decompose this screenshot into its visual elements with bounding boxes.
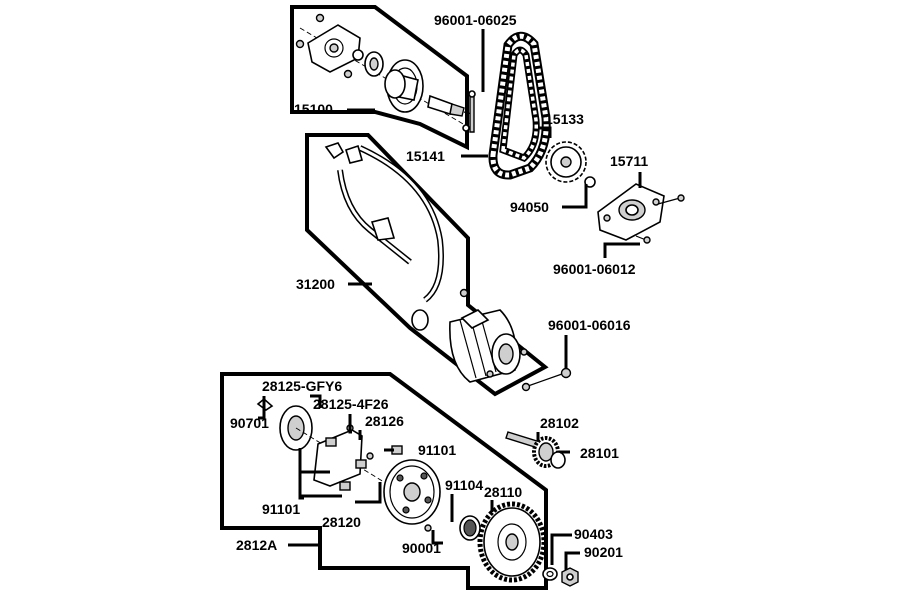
- label-96001-06025: 96001-06025: [434, 12, 517, 28]
- frame-starter-clutch-group: [220, 372, 548, 590]
- leader-lines: [258, 29, 642, 570]
- sprocket-icon: [545, 141, 596, 188]
- label-31200: 31200: [296, 276, 335, 292]
- label-28101: 28101: [580, 445, 619, 461]
- washer-nut-icon: [542, 567, 579, 587]
- frame-starter-motor-group: [305, 133, 549, 397]
- label-90001: 90001: [402, 540, 441, 556]
- label-28126: 28126: [365, 413, 404, 429]
- label-91101-b: 91101: [262, 501, 300, 517]
- label-90403: 90403: [574, 526, 613, 542]
- chain-icon: [488, 31, 551, 180]
- label-28125-4F26: 28125-4F26: [313, 396, 389, 412]
- ring-gear-icon: [477, 501, 547, 583]
- label-94050: 94050: [510, 199, 549, 215]
- reduction-gear-icon: [505, 431, 566, 469]
- starter-motor-icon: [324, 142, 528, 383]
- label-96001-06012: 96001-06012: [553, 261, 636, 277]
- label-28120: 28120: [322, 514, 361, 530]
- label-15100: 15100: [294, 101, 333, 117]
- label-15711: 15711: [610, 153, 648, 169]
- label-2812A: 2812A: [236, 537, 277, 553]
- frame-oil-pump-group: [290, 5, 469, 151]
- flywheel-icon: [256, 397, 481, 541]
- cam-cover-icon: [597, 183, 685, 244]
- label-90701: 90701: [230, 415, 269, 431]
- label-28102: 28102: [540, 415, 579, 431]
- label-91104: 91104: [445, 477, 483, 493]
- label-91101-a: 91101: [418, 442, 456, 458]
- oil-pump-icon: [295, 13, 476, 133]
- label-96001-06016: 96001-06016: [548, 317, 631, 333]
- label-90201: 90201: [584, 544, 623, 560]
- label-28110: 28110: [484, 484, 522, 500]
- label-28125-GFY6: 28125-GFY6: [262, 378, 342, 394]
- label-15141: 15141: [406, 148, 445, 164]
- label-15133: 15133: [545, 111, 584, 127]
- bolt-96001-06016-icon: [521, 367, 572, 392]
